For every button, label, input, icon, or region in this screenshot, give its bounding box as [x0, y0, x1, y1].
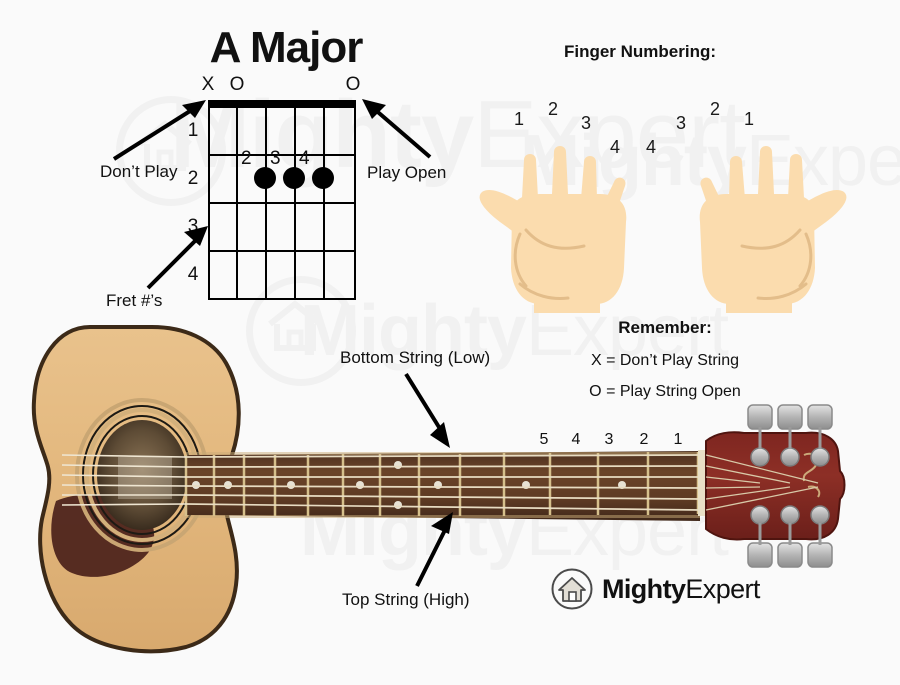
left-hand-number-4: 4	[610, 137, 621, 157]
neck-fret-number-3: 3	[604, 431, 614, 448]
left-hand-number-2: 2	[548, 99, 559, 119]
neck-fret-number-4: 4	[571, 431, 581, 448]
remember-line-o: O = Play String Open	[589, 383, 741, 400]
remember-heading: Remember:	[618, 318, 712, 337]
chord-fret-line	[208, 202, 356, 204]
callout-top-string: Top String (High)	[342, 590, 470, 609]
chord-fret-number-1: 1	[187, 120, 199, 141]
page-title: A Major	[209, 23, 364, 72]
left-hand-illustration: 1 2 3 4	[478, 100, 678, 318]
callout-fret-numbers: Fret #’s	[106, 291, 163, 310]
chord-diagram: X O O 1 2 3 4 2 3 4	[188, 75, 360, 300]
house-in-circle-icon	[551, 568, 593, 610]
arrow-play-open-icon	[362, 99, 432, 159]
chord-nut	[208, 100, 356, 106]
callout-play-open: Play Open	[367, 163, 447, 182]
chord-fret-line	[208, 250, 356, 252]
right-hand-illustration: 4 3 2 1	[646, 100, 848, 318]
chord-marker-string-1: X	[201, 74, 215, 95]
chord-dot-finger-2: 2	[241, 148, 252, 169]
chord-fret-line	[208, 154, 356, 156]
chord-fret-number-4: 4	[187, 264, 199, 285]
callout-dont-play: Don’t Play	[100, 162, 178, 181]
brand-logo-text: MightyExpert	[602, 573, 760, 604]
finger-numbering-heading: Finger Numbering:	[563, 42, 717, 61]
left-hand-number-3: 3	[581, 113, 592, 133]
brand-name-bold: Mighty	[602, 573, 686, 604]
chord-fret-number-2: 2	[187, 168, 199, 189]
neck-fret-number-5: 5	[539, 431, 549, 448]
brand-name-thin: Expert	[685, 573, 760, 604]
arrow-fret-numbers-icon	[146, 226, 208, 290]
chord-marker-string-2: O	[229, 74, 245, 95]
right-hand-number-3: 3	[676, 113, 687, 133]
acoustic-guitar-illustration	[31, 325, 846, 654]
chord-dot	[283, 167, 305, 189]
chord-dot-finger-4: 4	[299, 148, 310, 169]
neck-fret-number-2: 2	[639, 431, 649, 448]
chord-marker-string-6: O	[345, 74, 361, 95]
chord-dot	[254, 167, 276, 189]
neck-fret-number-1: 1	[673, 431, 683, 448]
left-hand-number-1: 1	[514, 109, 525, 129]
brand-logo[interactable]: MightyExpert	[551, 568, 760, 610]
right-hand-number-2: 2	[710, 99, 721, 119]
right-hand-number-4: 4	[646, 137, 657, 157]
callout-bottom-string: Bottom String (Low)	[340, 348, 491, 367]
remember-line-x: X = Don’t Play String	[590, 352, 740, 369]
chord-dot	[312, 167, 334, 189]
chord-dot-finger-3: 3	[270, 148, 281, 169]
chord-fret-number-3: 3	[187, 216, 199, 237]
right-hand-number-1: 1	[744, 109, 755, 129]
